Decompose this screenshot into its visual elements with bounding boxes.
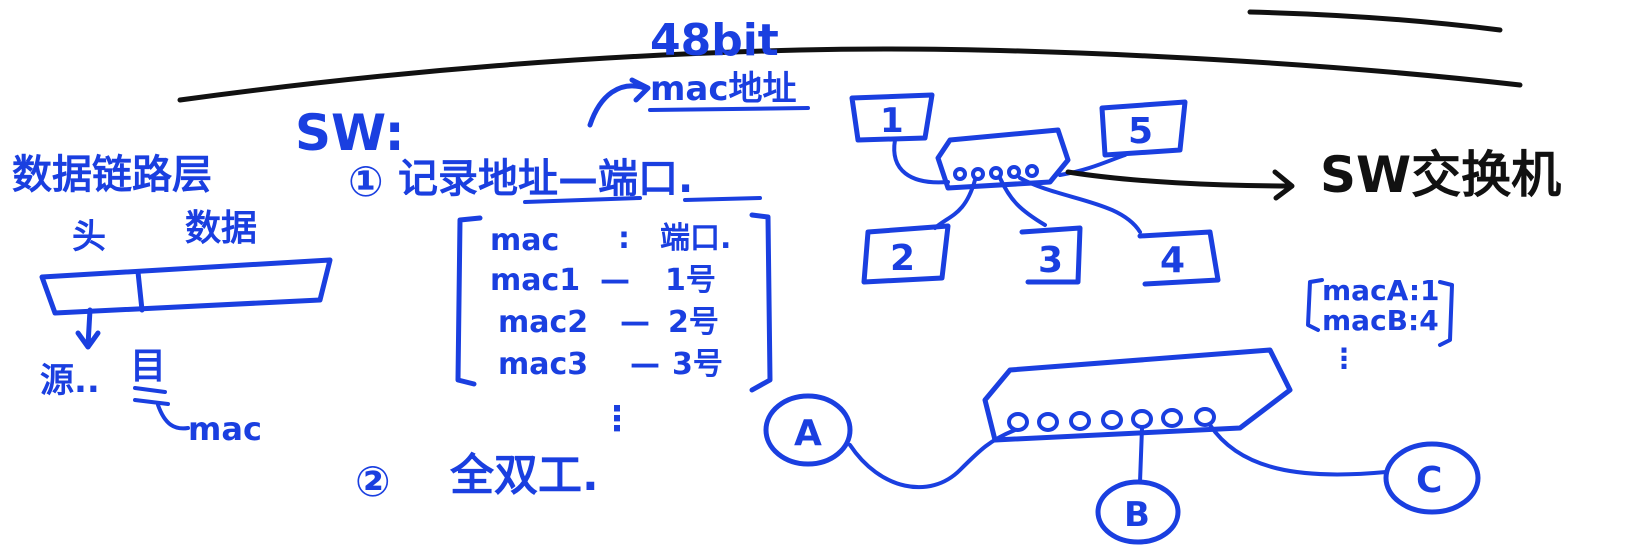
host-b-label: B bbox=[1124, 495, 1150, 535]
host-a-circle bbox=[763, 393, 853, 467]
mac-address-arrow bbox=[587, 77, 651, 128]
top-right-short-line bbox=[1247, 9, 1503, 33]
mac-table-header-mac: mac bbox=[490, 223, 559, 258]
port-2-cable bbox=[933, 178, 977, 230]
host-a-label: A bbox=[794, 413, 822, 454]
mac-table-row-3-port: 3号 bbox=[672, 347, 723, 382]
mac-table-left-bracket bbox=[455, 215, 483, 387]
mac-table-row-3-mac: mac3 bbox=[498, 347, 588, 382]
mac-table-row-1-port: 1号 bbox=[665, 263, 716, 298]
sw-title: SW: bbox=[295, 104, 405, 162]
mac-table-row-1-mac: mac1 bbox=[490, 263, 580, 298]
point1-number: ① bbox=[348, 157, 384, 206]
large-switch-ports bbox=[1007, 407, 1216, 432]
point1-text: 记录地址—端口. bbox=[398, 156, 693, 202]
destination-underline bbox=[133, 386, 170, 406]
port-3-label: 3 bbox=[1038, 240, 1063, 281]
frame-data-label: 数据 bbox=[185, 208, 257, 249]
right-mac-table-ellipsis: ⋮ bbox=[1330, 342, 1358, 375]
small-switch-ports bbox=[953, 164, 1039, 181]
right-mac-table-entry-1: macA:1 bbox=[1322, 274, 1440, 307]
mac-table-row-2-mac: mac2 bbox=[498, 305, 588, 340]
port-5-box bbox=[1099, 99, 1188, 158]
host-a-cable bbox=[848, 428, 1017, 490]
bits-label: 48bit bbox=[650, 15, 779, 66]
switch-label: SW交换机 bbox=[1320, 146, 1561, 204]
mac-table-header-sep: : bbox=[618, 221, 630, 256]
port-4-label: 4 bbox=[1160, 240, 1185, 281]
top-divider-line bbox=[177, 46, 1523, 103]
destination-mac-label: mac bbox=[188, 410, 262, 448]
point2-text: 全双工. bbox=[449, 450, 599, 501]
frame-box bbox=[39, 257, 333, 316]
port-2-box bbox=[861, 223, 951, 285]
mac-table-row-3-sep: — bbox=[630, 347, 660, 382]
port-1-box bbox=[849, 92, 935, 143]
point1-underline-address bbox=[523, 196, 642, 204]
destination-label: 目 bbox=[130, 346, 166, 387]
port-4-box bbox=[1137, 229, 1221, 287]
port-3-box bbox=[1019, 225, 1083, 285]
data-link-layer-title: 数据链路层 bbox=[12, 152, 212, 198]
large-switch-body bbox=[982, 347, 1293, 443]
right-mac-table-left-bracket bbox=[1306, 278, 1324, 332]
mac-table-right-bracket bbox=[749, 212, 773, 393]
host-b-cable bbox=[1138, 426, 1144, 484]
mac-table-row-2-port: 2号 bbox=[668, 305, 719, 340]
host-c-label: C bbox=[1416, 460, 1442, 501]
mac-address-label: mac地址 bbox=[650, 69, 797, 109]
frame-header-label: 头 bbox=[72, 217, 106, 257]
port-1-cable bbox=[892, 138, 950, 185]
mac-table-ellipsis: ⋮ bbox=[600, 399, 634, 439]
port-5-label: 5 bbox=[1128, 111, 1153, 152]
source-label: 源.. bbox=[40, 361, 100, 401]
point1-underline-port bbox=[683, 196, 762, 202]
destination-mac-arrow bbox=[156, 403, 190, 431]
mac-address-underline bbox=[648, 106, 810, 112]
mac-table-row-1-sep: — bbox=[600, 263, 630, 298]
right-mac-table-entry-2: macB:4 bbox=[1322, 304, 1439, 337]
small-switch-body bbox=[935, 127, 1071, 191]
host-c-cable bbox=[1208, 423, 1388, 477]
port-3-cable bbox=[998, 176, 1047, 227]
mac-table-header-port: 端口. bbox=[660, 221, 731, 256]
frame-down-arrow bbox=[75, 307, 101, 350]
host-c-circle bbox=[1383, 441, 1481, 515]
frame-divider bbox=[135, 269, 145, 313]
switch-label-arrow bbox=[1065, 169, 1295, 201]
point2-number: ② bbox=[355, 457, 391, 506]
mac-table-row-2-sep: — bbox=[620, 305, 650, 340]
right-mac-table-right-bracket bbox=[1438, 280, 1454, 347]
port-4-cable bbox=[1018, 176, 1142, 234]
port-1-label: 1 bbox=[880, 101, 904, 141]
port-2-label: 2 bbox=[890, 238, 915, 279]
